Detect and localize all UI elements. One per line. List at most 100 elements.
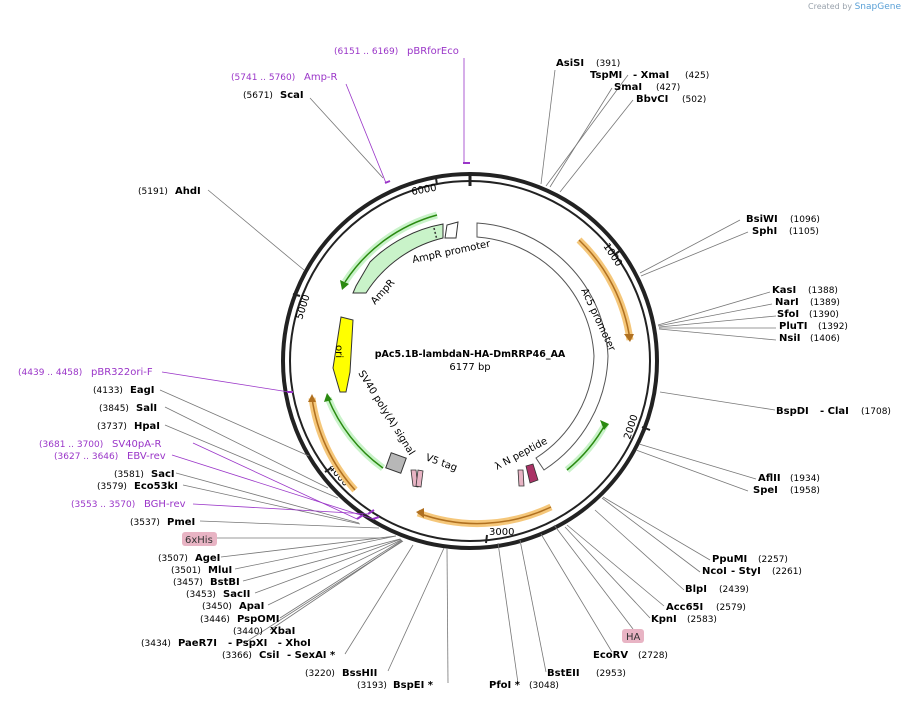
enzyme-bbvci: BbvCI bbox=[636, 94, 668, 105]
enzyme-spei-pos: (1958) bbox=[790, 486, 820, 496]
enzyme-ncoi: NcoI bbox=[702, 566, 727, 577]
tag-6xhis-box bbox=[182, 532, 217, 546]
enzyme-bbvci-pos: (502) bbox=[682, 95, 706, 105]
primer-pbr322ori: pBR322ori-F bbox=[91, 367, 153, 378]
enzyme-hpai-pos: (3737) bbox=[97, 422, 127, 432]
tag-ha: HA bbox=[626, 632, 641, 643]
enzyme-smai: SmaI bbox=[614, 82, 642, 93]
enzyme-saci: SacI bbox=[151, 469, 175, 480]
feature-ac5-promoter bbox=[476, 222, 609, 471]
primer-bgh: BGH-rev bbox=[144, 499, 186, 510]
orf-arc-green-left bbox=[324, 396, 386, 471]
enzyme-nari: NarI bbox=[775, 297, 799, 308]
primer-ebv-pos: (3627 .. 3646) bbox=[54, 452, 118, 462]
enzyme-pluti-pos: (1392) bbox=[818, 322, 848, 332]
tick-6000: 6000 bbox=[411, 177, 438, 198]
enzyme-tspmi-pos: (425) bbox=[685, 71, 709, 81]
enzyme-csii-extra: - SexAI * bbox=[287, 650, 336, 661]
primer-bgh-pos: (3553 .. 3570) bbox=[71, 500, 135, 510]
enzyme-sacii-pos: (3453) bbox=[186, 590, 216, 600]
enzyme-kpni: KpnI bbox=[651, 614, 677, 625]
feature-small-pink-b bbox=[415, 469, 424, 488]
enzyme-mlui-pos: (3501) bbox=[171, 566, 201, 576]
enzyme-sacii: SacII bbox=[223, 589, 250, 600]
enzyme-sali-pos: (3845) bbox=[99, 404, 129, 414]
plasmid-name: pAc5.1B-lambdaN-HA-DmRRP46_AA bbox=[375, 349, 566, 360]
enzyme-bspei: BspEI * bbox=[393, 680, 434, 691]
enzyme-csii-pos: (3366) bbox=[222, 651, 252, 661]
orf-arc-left-inner bbox=[311, 397, 356, 491]
enzyme-sphi: SphI bbox=[752, 226, 777, 237]
enzyme-paer7i-extra: - PspXI - XhoI bbox=[228, 638, 311, 649]
primer-mark-ebv bbox=[372, 516, 380, 520]
tick-label-3000: 3000 bbox=[489, 527, 514, 538]
primer-ebv: EBV-rev bbox=[127, 451, 166, 462]
enzyme-paer7i-pos: (3434) bbox=[141, 639, 171, 649]
enzyme-bsshii-pos: (3220) bbox=[305, 669, 335, 679]
orf-arc-bottom-inner bbox=[417, 506, 552, 525]
enzyme-pspomi-pos: (3446) bbox=[200, 615, 230, 625]
enzyme-sphi-pos: (1105) bbox=[789, 227, 819, 237]
tag-leader-lines bbox=[217, 524, 634, 630]
enzyme-bspdi: BspDI bbox=[776, 406, 809, 417]
feature-lambda-n-small bbox=[517, 469, 525, 487]
feature-ampr-promoter-arrow bbox=[444, 221, 459, 239]
enzyme-tspmi: TspMI bbox=[590, 70, 622, 81]
primer-pbrforeco-pos: (6151 .. 6169) bbox=[334, 47, 398, 57]
enzyme-sfoi: SfoI bbox=[777, 309, 799, 320]
enzyme-xbai: XbaI bbox=[270, 626, 295, 637]
tick-3000: 3000 bbox=[485, 527, 514, 544]
enzyme-agei: AgeI bbox=[195, 553, 220, 564]
orf-arrow-bottom bbox=[416, 508, 424, 518]
plasmid-size: 6177 bp bbox=[449, 362, 490, 373]
enzyme-acc65i-pos: (2579) bbox=[716, 603, 746, 613]
orf-arrow-green-top bbox=[340, 280, 349, 290]
enzyme-acc65i: Acc65I bbox=[666, 602, 703, 613]
primer-ampr-pos: (5741 .. 5760) bbox=[231, 73, 295, 83]
enzyme-bsteii: BstEII bbox=[547, 668, 580, 679]
enzyme-blpi: BlpI bbox=[685, 584, 707, 595]
orf-arc-green-top-inner bbox=[344, 214, 438, 283]
enzyme-nsii-pos: (1406) bbox=[810, 334, 840, 344]
enzyme-asisi: AsiSI bbox=[556, 58, 584, 69]
enzyme-saci-pos: (3581) bbox=[114, 470, 144, 480]
enzyme-nari-pos: (1389) bbox=[810, 298, 840, 308]
enzyme-kpni-pos: (2583) bbox=[687, 615, 717, 625]
orf-arrow-left bbox=[308, 394, 316, 402]
enzyme-bstbi-pos: (3457) bbox=[173, 578, 203, 588]
primer-pbr322ori-pos: (4439 .. 4458) bbox=[18, 368, 82, 378]
enzyme-hpai: HpaI bbox=[134, 421, 160, 432]
orf-arrow-ac5 bbox=[624, 334, 634, 342]
enzyme-ahdi-pos: (5191) bbox=[138, 187, 168, 197]
enzyme-nsii: NsiI bbox=[779, 333, 800, 344]
enzyme-bsiwi: BsiWI bbox=[746, 214, 778, 225]
enzyme-ecorv: EcoRV bbox=[593, 650, 628, 661]
enzyme-spei: SpeI bbox=[753, 485, 778, 496]
tick-label-6000: 6000 bbox=[411, 183, 438, 198]
enzyme-eagi: EagI bbox=[130, 385, 154, 396]
feature-ampr-arrow bbox=[352, 223, 444, 294]
primer-ampr: Amp-R bbox=[304, 72, 338, 83]
enzyme-eco53ki: Eco53kI bbox=[134, 481, 178, 492]
enzyme-agei-pos: (3507) bbox=[158, 554, 188, 564]
feature-v5-tag bbox=[385, 452, 407, 474]
primer-sv40pa: SV40pA-R bbox=[112, 439, 161, 450]
feature-ori-arrow bbox=[332, 316, 354, 393]
enzyme-scai-pos: (5671) bbox=[243, 91, 273, 101]
enzyme-ecorv-pos: (2728) bbox=[638, 651, 668, 661]
enzyme-apai: ApaI bbox=[239, 601, 264, 612]
enzyme-paer7i: PaeR7I bbox=[178, 638, 217, 649]
enzyme-ahdi: AhdI bbox=[175, 186, 201, 197]
enzyme-bsteii-pos: (2953) bbox=[596, 669, 626, 679]
enzyme-bstbi: BstBI bbox=[210, 577, 240, 588]
feature-label-v5-tag: V5 tag bbox=[424, 452, 459, 474]
enzyme-mlui: MluI bbox=[208, 565, 232, 576]
enzyme-ppumi-pos: (2257) bbox=[758, 555, 788, 565]
orf-arc-ac5-region-inner bbox=[578, 239, 631, 341]
enzyme-aflii-pos: (1934) bbox=[790, 474, 820, 484]
snapgene-brand: SnapGene bbox=[854, 2, 901, 12]
primer-pbrforeco: pBRforEco bbox=[407, 46, 459, 57]
enzyme-blpi-pos: (2439) bbox=[719, 585, 749, 595]
enzyme-bspdi-extra: - ClaI bbox=[820, 406, 849, 417]
